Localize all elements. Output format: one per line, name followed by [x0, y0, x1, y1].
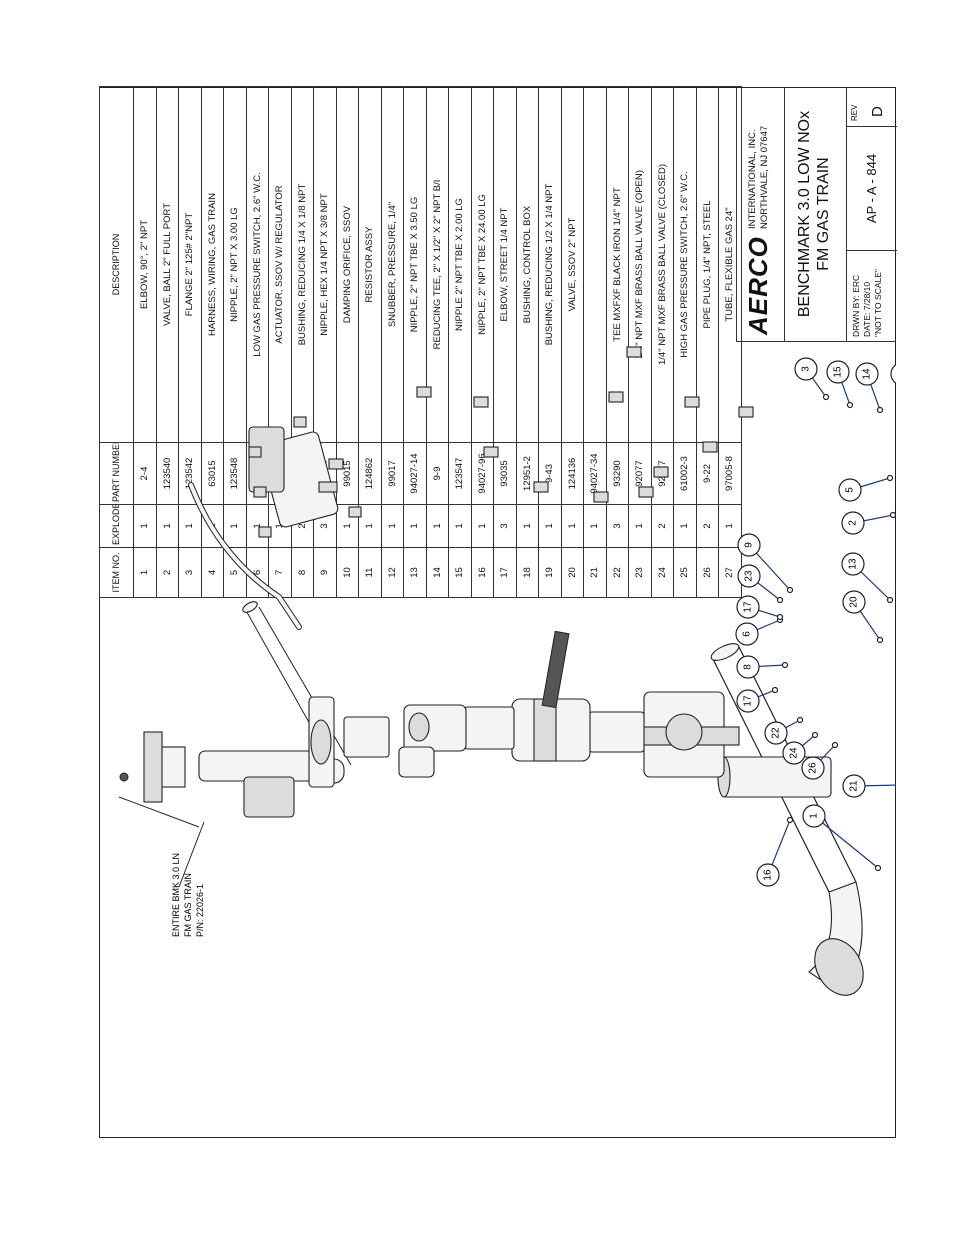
callout-bubble: 21: [842, 774, 896, 798]
callout-number: 15: [833, 366, 844, 378]
callout-arrowhead: [874, 864, 882, 872]
callout-arrowhead: [786, 586, 794, 594]
callout-bubble: 2: [841, 511, 896, 535]
callout-circle: [826, 360, 850, 384]
ssov-valve-20: [628, 691, 740, 778]
callout-circle: [801, 756, 825, 780]
callout-arrowhead: [786, 816, 794, 824]
callout-arrowhead: [822, 393, 830, 401]
callout-arrowhead: [846, 401, 854, 409]
callout-number: 22: [771, 727, 782, 739]
callout-number: 16: [763, 869, 774, 881]
callout-arrowhead: [771, 686, 779, 694]
callout-arrowhead: [776, 613, 784, 621]
callout-bubble: 6: [735, 616, 784, 646]
assembly-note: ENTIRE BMK 3.0 LN FM GAS TRAIN P/N: 2202…: [171, 821, 205, 937]
callout-bubble: 5: [838, 474, 894, 502]
callout-number: 21: [849, 780, 860, 792]
callout-circle: [736, 655, 760, 679]
callout-number: 17: [743, 601, 754, 613]
callout-bubble: 26: [801, 741, 839, 780]
callout-circle: [842, 774, 866, 798]
callout-number: 6: [742, 631, 753, 637]
callout-number: 26: [808, 762, 819, 774]
callout-arrowhead: [781, 661, 789, 669]
callout-circle: [841, 511, 865, 535]
flex-tube-27: [188, 482, 302, 630]
actuator-7: [248, 426, 339, 528]
callout-arrowhead: [886, 596, 894, 604]
small-fittings: [248, 346, 754, 538]
assembly-note-line-1: ENTIRE BMK 3.0 LN: [171, 853, 181, 937]
assembly-note-line-2: FM GAS TRAIN: [183, 873, 193, 937]
callout-circle: [838, 478, 862, 502]
callout-number: 24: [789, 747, 800, 759]
callout-number: 8: [743, 664, 754, 670]
callout-leader: [813, 815, 879, 869]
callout-circle: [756, 863, 780, 887]
callout-bubble: 17: [736, 595, 784, 621]
callout-bubble: 17: [736, 686, 779, 713]
callout-number: 20: [849, 596, 860, 608]
callout-circle: [802, 804, 826, 828]
callout-bubbles: 1235678899910121314151617171718192021222…: [735, 357, 896, 887]
nipple-5: [463, 706, 515, 750]
callout-bubble: 24: [782, 731, 819, 765]
nipple-13: [588, 711, 645, 753]
callout-circle: [735, 622, 759, 646]
callout-circle: [841, 552, 865, 576]
callout-arrowhead: [886, 474, 894, 482]
callout-arrowhead: [876, 636, 884, 644]
reducing-tee-14: [398, 704, 467, 778]
callout-bubble: 3: [794, 357, 830, 401]
callout-number: 2: [848, 520, 859, 526]
callout-circle: [736, 689, 760, 713]
callout-number: 23: [744, 570, 755, 582]
callout-bubble: 9: [737, 533, 794, 594]
callout-circle: [737, 533, 761, 557]
callout-circle: [737, 564, 761, 588]
elbow-1: [808, 881, 864, 996]
callout-bubble: 16: [756, 816, 794, 887]
callout-circle: [736, 595, 760, 619]
callout-arrowhead: [876, 406, 884, 414]
callout-arrowhead: [889, 511, 896, 519]
callout-circle: [855, 362, 879, 386]
drawing-border: [99, 87, 896, 1138]
callout-number: 9: [744, 542, 755, 548]
callout-arrowhead: [831, 741, 839, 749]
callout-bubble: 13: [841, 552, 894, 604]
callout-number: 1: [809, 813, 820, 819]
callout-number: 5: [845, 487, 856, 493]
assembly-note-line-3: P/N: 22026-1: [195, 884, 205, 937]
callout-number: 13: [848, 558, 859, 570]
callout-bubble: 22: [764, 716, 804, 745]
callout-circle: [782, 741, 806, 765]
flange-3: [308, 696, 335, 788]
callout-bubble: 23: [737, 564, 784, 604]
callout-number: 14: [862, 368, 873, 380]
callout-bubble: 20: [842, 590, 884, 644]
exploded-view-diagram: ENTIRE BMK 3.0 LN FM GAS TRAIN P/N: 2202…: [118, 346, 896, 996]
callout-bubble: 15: [826, 360, 854, 409]
callout-bubble: 14: [855, 362, 884, 414]
callout-number: 3: [801, 366, 812, 372]
assembled-gas-train-thumbnail: [118, 601, 352, 828]
callout-bubble: 19: [890, 364, 896, 384]
callout-circle: [842, 590, 866, 614]
callout-circle: [794, 357, 818, 381]
callout-arrowhead: [811, 731, 819, 739]
callout-arrowhead: [776, 596, 784, 604]
callout-arrowhead: [796, 716, 804, 724]
ball-valve-2: [511, 630, 591, 762]
callout-bubble: 1: [802, 804, 882, 872]
callout-number: 17: [743, 695, 754, 707]
callout-circle: [890, 364, 896, 384]
callout-bubble: 8: [736, 655, 789, 679]
callout-circle: [764, 721, 788, 745]
nipple-15: [343, 716, 390, 758]
